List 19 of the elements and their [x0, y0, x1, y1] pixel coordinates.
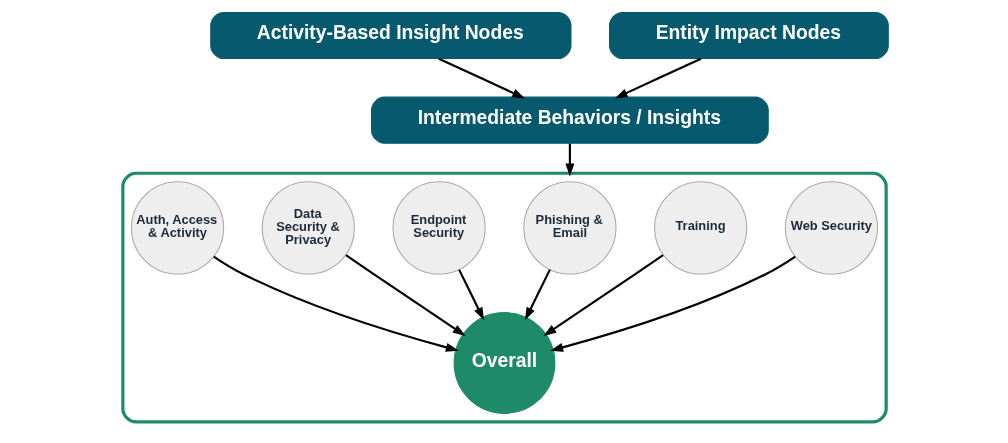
node-circle: Web Security — [784, 181, 878, 275]
arrow — [212, 255, 459, 352]
arrow — [524, 269, 551, 321]
cluster — [120, 171, 888, 424]
arrow — [457, 269, 484, 321]
arrow — [344, 254, 466, 336]
node-circle: Phishing & Email — [522, 181, 617, 275]
arrow — [437, 57, 525, 99]
node-circle: Endpoint Security — [391, 181, 486, 275]
node-circle: Auth, Access & Activity — [130, 181, 224, 275]
arrow — [564, 143, 574, 177]
arrow — [614, 57, 701, 99]
node-circle: Data Security & Privacy — [261, 181, 355, 275]
arrow — [542, 254, 664, 336]
node-box: Entity Impact Nodes — [608, 11, 889, 60]
node-box: Intermediate Behaviors / Insights — [370, 96, 769, 144]
node-box: Activity-Based Insight Nodes — [209, 11, 571, 60]
node-circle: Training — [653, 181, 747, 275]
arrow — [549, 255, 796, 352]
